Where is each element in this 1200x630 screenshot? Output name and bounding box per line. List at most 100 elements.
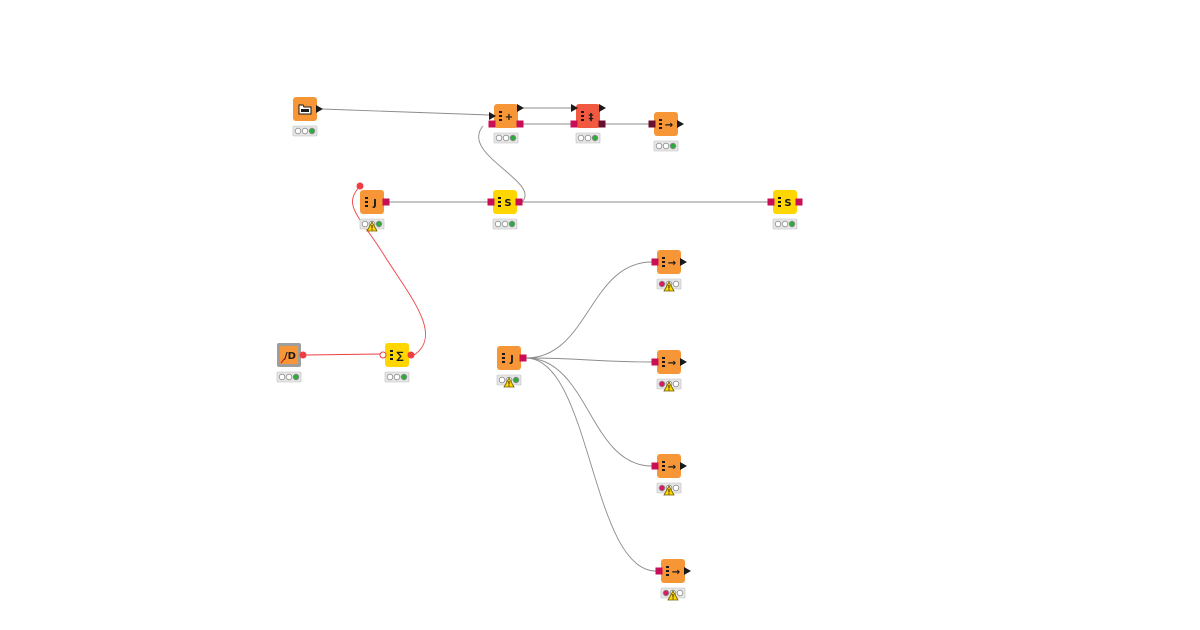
out-port-0[interactable]: [382, 198, 390, 206]
node-loop-start[interactable]: ∑: [379, 343, 415, 383]
database-icon: /D: [280, 351, 296, 364]
out-port-0[interactable]: [299, 351, 307, 359]
status-light-2-green: [591, 134, 599, 142]
in-port-1[interactable]: [570, 120, 578, 128]
in-port-0[interactable]: [655, 567, 663, 575]
connection-joiner-center-to-output-1-9[interactable]: [525, 261, 653, 359]
status-lights: [493, 132, 519, 144]
status-light-2-green: [400, 373, 408, 381]
status-light-1-off: [501, 220, 509, 228]
node-joiner-center[interactable]: J: [496, 346, 527, 388]
node-glyph-sorter-right: S: [784, 198, 791, 209]
node-output-3[interactable]: →: [651, 454, 688, 496]
flow-variable-in-port[interactable]: [356, 182, 364, 190]
connection-reader-to-column-appender-0[interactable]: [321, 108, 490, 116]
status-light-0-red: [658, 380, 666, 388]
in-port-0[interactable]: [571, 104, 578, 112]
status-lights: [276, 371, 302, 383]
status-light-0-red: [658, 484, 666, 492]
status-light-0-off: [494, 220, 502, 228]
connection-db-connector-to-loop-start-7[interactable]: [305, 353, 381, 356]
node-glyph-db-connector: /D: [284, 351, 296, 362]
node-body: [773, 190, 797, 214]
out-port-0[interactable]: [316, 105, 323, 113]
node-table-to-var-top[interactable]: →: [648, 112, 685, 152]
in-port-0[interactable]: [489, 112, 496, 120]
warning-dot: [668, 493, 670, 495]
table-arrow-icon: →: [659, 119, 673, 131]
connection-joiner-center-to-output-3-11[interactable]: [525, 357, 653, 467]
status-lights: [653, 140, 679, 152]
node-column-appender[interactable]: +: [488, 104, 525, 144]
status-light-2-green: [509, 134, 517, 142]
node-db-connector[interactable]: /D: [276, 343, 307, 383]
node-glyph-table-to-var-top: →: [665, 120, 673, 131]
node-joiner-left[interactable]: J: [356, 182, 390, 232]
in-port-1[interactable]: [488, 120, 496, 128]
warning-mark: [668, 489, 670, 493]
out-port-0[interactable]: [515, 198, 523, 206]
out-port-0[interactable]: [684, 567, 691, 575]
table-arrow-icon: →: [662, 257, 676, 269]
connection-joiner-center-to-output-4-12[interactable]: [525, 357, 657, 572]
node-reader[interactable]: [292, 97, 323, 137]
in-port-0[interactable]: [767, 198, 775, 206]
warning-mark: [672, 594, 674, 598]
table-arrow-icon: →: [662, 357, 676, 369]
warning-mark: [668, 285, 670, 289]
node-output-4[interactable]: →: [655, 559, 692, 601]
warning-dot: [672, 598, 674, 600]
out-port-0[interactable]: [680, 462, 687, 470]
out-port-0[interactable]: [680, 258, 687, 266]
status-light-1-off: [584, 134, 592, 142]
node-glyph-output-4: →: [672, 567, 680, 578]
node-body: [661, 559, 685, 583]
status-light-0-red: [662, 589, 670, 597]
status-light-0-off: [774, 220, 782, 228]
status-light-2-off: [672, 380, 680, 388]
status-light-2-green: [512, 376, 520, 384]
node-body: [576, 104, 600, 128]
node-sorter-mid[interactable]: S: [487, 190, 523, 230]
out-port-0[interactable]: [680, 358, 687, 366]
folder-icon: [298, 104, 312, 115]
node-body: [497, 346, 521, 370]
status-light-1-off: [301, 127, 309, 135]
node-body: [494, 104, 518, 128]
out-port-1[interactable]: [598, 120, 606, 128]
status-light-2-green: [308, 127, 316, 135]
out-port-0[interactable]: [519, 354, 527, 362]
status-light-0-off: [577, 134, 585, 142]
node-row-filter[interactable]: ‡: [570, 104, 607, 144]
out-port-0[interactable]: [517, 104, 524, 112]
connection-loop-start-to-joiner-left-8[interactable]: [352, 185, 426, 356]
node-output-2[interactable]: →: [651, 350, 688, 392]
in-port-0[interactable]: [651, 358, 659, 366]
out-port-0[interactable]: [795, 198, 803, 206]
in-port-0[interactable]: [651, 258, 659, 266]
node-sorter-right[interactable]: S: [767, 190, 803, 230]
in-port-0[interactable]: [487, 198, 495, 206]
table-sort-icon: S: [498, 197, 512, 209]
out-port-0[interactable]: [677, 120, 684, 128]
node-body: [657, 454, 681, 478]
connection-sorter-mid-to-column-appender-6[interactable]: [478, 125, 526, 203]
node-body: [657, 350, 681, 374]
status-light-1-off: [285, 373, 293, 381]
in-port-0[interactable]: [651, 462, 659, 470]
out-port-0[interactable]: [599, 104, 606, 112]
node-glyph-joiner-center: J: [509, 354, 514, 365]
connection-joiner-center-to-output-2-10[interactable]: [525, 357, 653, 363]
status-light-1-off: [393, 373, 401, 381]
warning-dot: [371, 229, 373, 231]
table-plus-icon: +: [499, 111, 513, 123]
status-light-2-green: [788, 220, 796, 228]
node-body: [385, 343, 409, 367]
out-port-1[interactable]: [516, 120, 524, 128]
out-port-0[interactable]: [407, 351, 415, 359]
node-output-1[interactable]: →: [651, 250, 688, 292]
status-lights: [492, 218, 518, 230]
in-port-0[interactable]: [648, 120, 656, 128]
in-port-0[interactable]: [379, 351, 387, 359]
